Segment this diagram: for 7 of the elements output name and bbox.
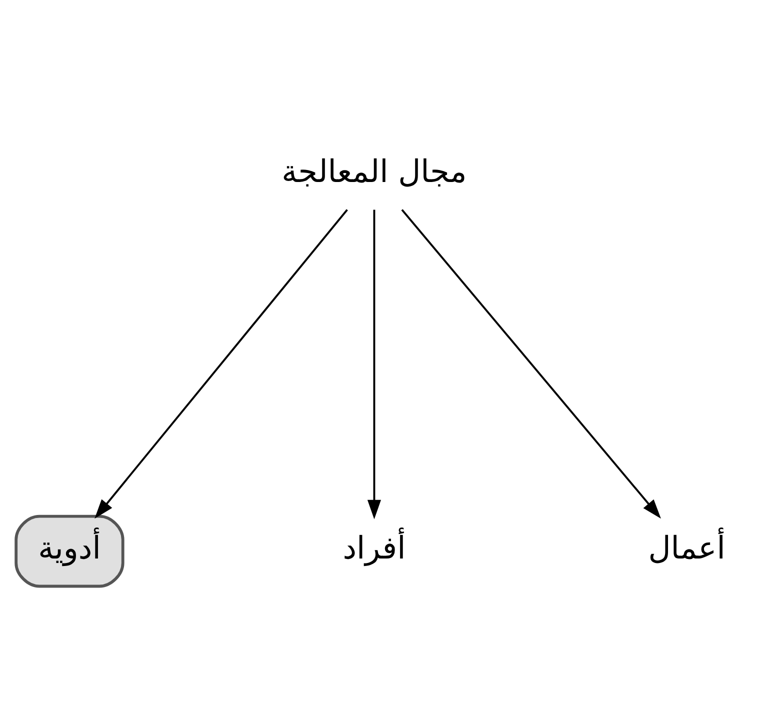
arrow xyxy=(94,208,348,518)
arrow xyxy=(401,208,661,518)
node-box: أدوية xyxy=(14,514,124,588)
node-text: أفراد xyxy=(342,530,406,566)
node-text: أعمال xyxy=(648,530,726,566)
node-text: مجال المعالجة xyxy=(282,154,467,190)
arrow xyxy=(367,209,382,519)
